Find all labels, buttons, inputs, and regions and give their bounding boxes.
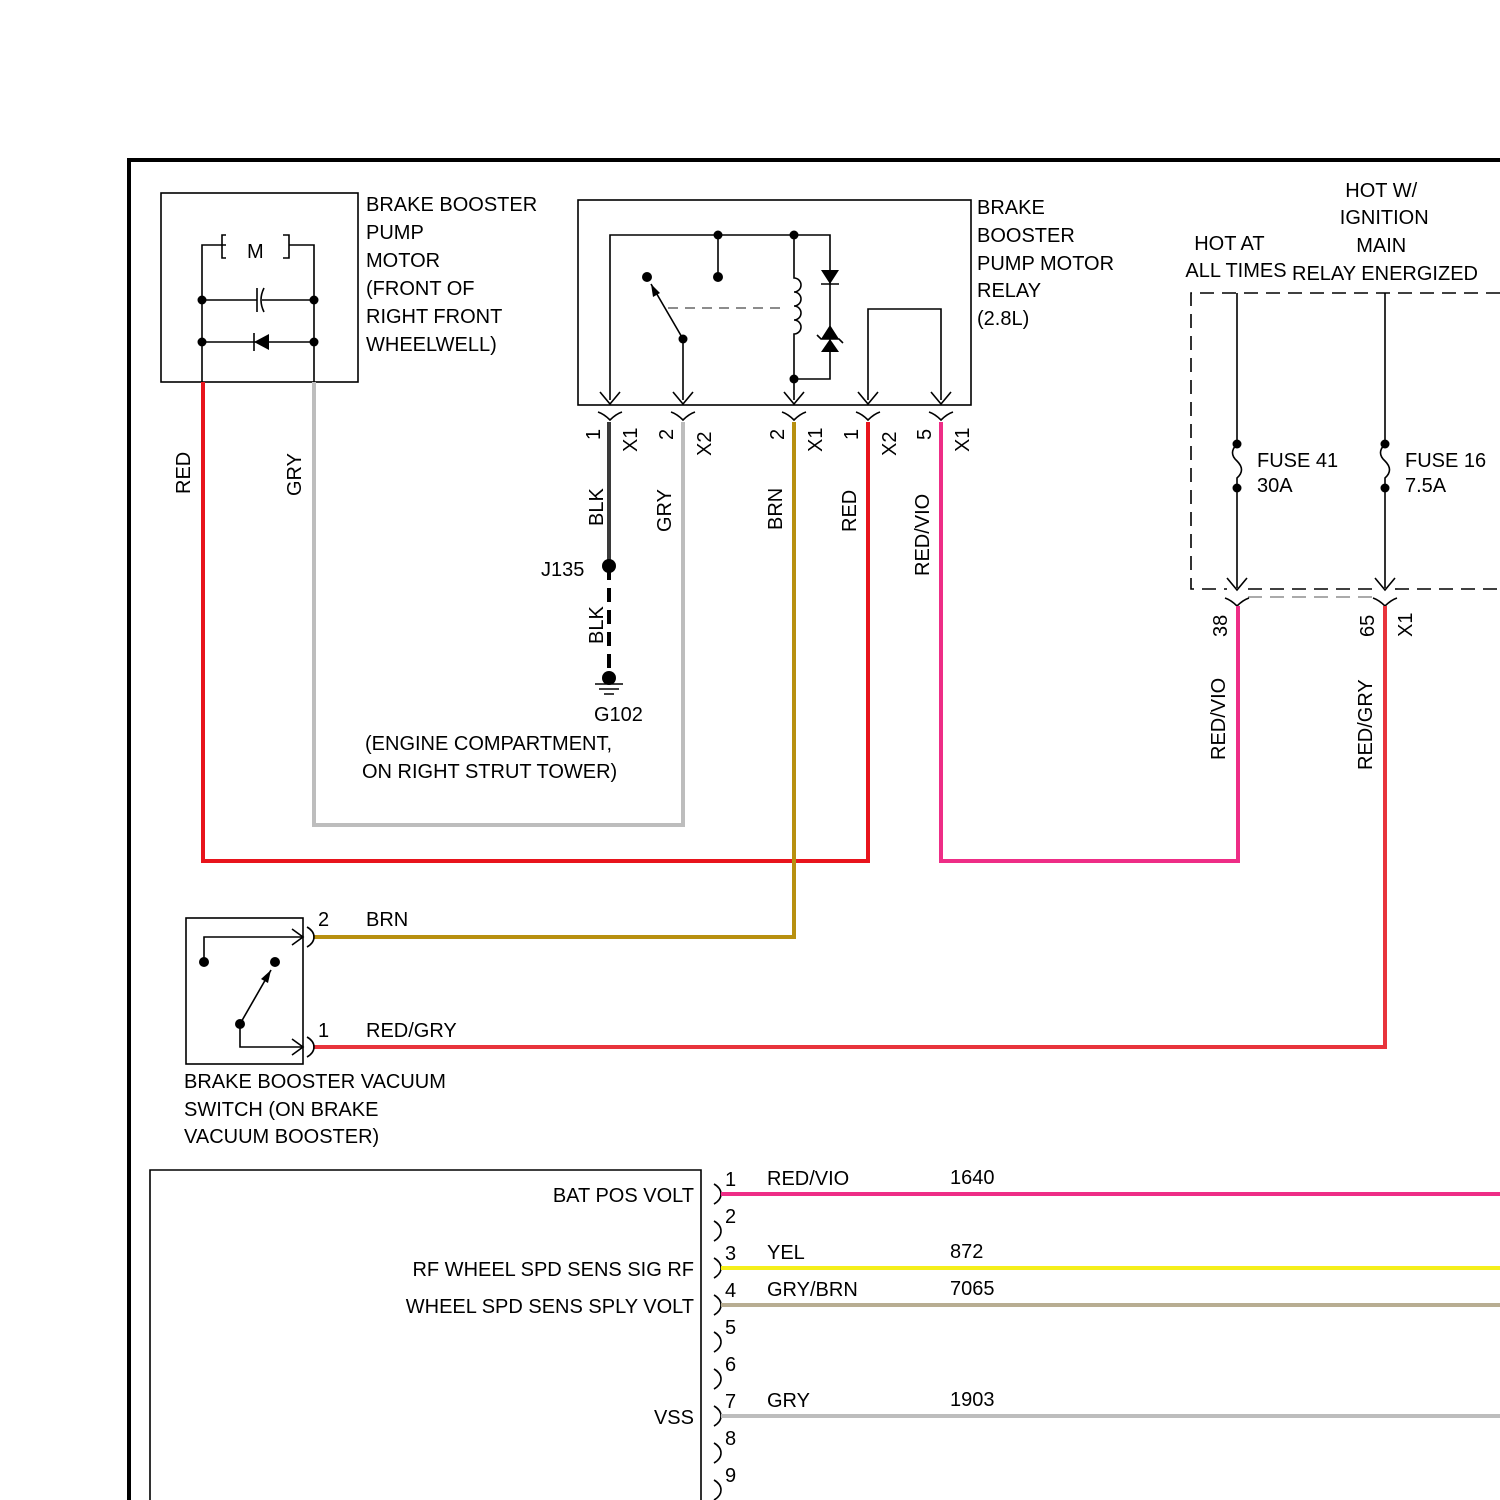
module-wire-color: YEL — [767, 1242, 805, 1264]
pin-connector — [714, 1406, 721, 1426]
relay-pin-label: 1 — [841, 429, 863, 440]
diode-icon — [821, 270, 839, 284]
pin-connector — [714, 1332, 721, 1352]
module-signal-label: RF WHEEL SPD SENS SIG RF — [412, 1259, 694, 1281]
wire-label-red: RED — [839, 490, 861, 532]
wire-red-vio — [941, 422, 1238, 861]
module-pin-number: 5 — [725, 1317, 736, 1339]
pump-motor: M BRAKE BOOSTER PUMP MOTOR (FRONT OF RIG… — [161, 193, 543, 382]
pin-connector — [714, 1369, 721, 1389]
hot-at-all-times-label: HOT AT ALL TIMES — [1185, 233, 1286, 282]
pin-38-label: 38 — [1210, 615, 1232, 637]
switch-pin-1-wire: RED/GRY — [366, 1020, 457, 1042]
pin-connector — [714, 1221, 721, 1241]
relay-pin-label: 2 — [656, 429, 678, 440]
module-circuit-number: 1640 — [950, 1167, 995, 1189]
module-wire-color: RED/VIO — [767, 1168, 849, 1190]
vacuum-switch: 2 BRN 1 RED/GRY BRAKE BOOSTER VACUUM SWI… — [184, 909, 457, 1148]
relay-label: BRAKE BOOSTER PUMP MOTOR RELAY (2.8L) — [977, 197, 1120, 330]
wire-label-red-vio: RED/VIO — [912, 494, 934, 576]
pin-connector — [714, 1258, 721, 1278]
module-signal-label: BAT POS VOLT — [553, 1185, 694, 1207]
pin-connector — [714, 1443, 721, 1463]
module-pin-number: 4 — [725, 1280, 736, 1302]
module-circuit-number: 872 — [950, 1241, 983, 1263]
ground-icon — [595, 678, 623, 694]
fuse41-name: FUSE 41 — [1257, 450, 1338, 472]
relay-pin-label: 5 — [914, 429, 936, 440]
wires: RED GRY BLK GRY BRN RED RED/VIO RED/VIO … — [173, 382, 1385, 1047]
wire-label-gry: GRY — [284, 453, 306, 496]
pin-connector — [714, 1184, 721, 1204]
wire-label-blk: BLK — [586, 606, 608, 644]
relay-conn-label: X2 — [694, 432, 716, 456]
fuse41-rating: 30A — [1257, 475, 1293, 497]
module-circuit-number: 7065 — [950, 1278, 995, 1300]
switch-pin-1: 1 — [318, 1020, 329, 1042]
diode-icon — [254, 334, 269, 350]
relay-pin-label: 1 — [583, 429, 605, 440]
motor-symbol: M — [247, 241, 264, 263]
vacuum-switch-label: BRAKE BOOSTER VACUUM SWITCH (ON BRAKE VA… — [184, 1071, 451, 1148]
module-signal-label: WHEEL SPD SENS SPLY VOLT — [406, 1296, 694, 1318]
module-wire-color: GRY/BRN — [767, 1279, 858, 1301]
wire-label-brn: BRN — [765, 488, 787, 530]
pin-connector — [714, 1480, 721, 1500]
fuse16-name: FUSE 16 — [1405, 450, 1486, 472]
hot-with-ignition-label: HOT W/ IGNITION MAIN RELAY ENERGIZED — [1292, 180, 1478, 285]
module-pin-number: 1 — [725, 1169, 736, 1191]
wire-label-red: RED — [173, 452, 195, 494]
pump-motor-label: BRAKE BOOSTER PUMP MOTOR (FRONT OF RIGHT… — [366, 194, 543, 356]
ground: J135 G102 (ENGINE COMPARTMENT, ON RIGHT … — [362, 559, 643, 783]
pump-motor-relay: BRAKE BOOSTER PUMP MOTOR RELAY (2.8L) — [578, 197, 1120, 405]
ground-location: (ENGINE COMPARTMENT, ON RIGHT STRUT TOWE… — [362, 733, 618, 783]
fuse-block-conn-label: X1 — [1395, 613, 1417, 637]
relay-pin-label: 2 — [767, 429, 789, 440]
switch-pin-2: 2 — [318, 909, 329, 931]
module-circuit-number: 1903 — [950, 1389, 995, 1411]
pin-connector — [714, 1295, 721, 1315]
module-pin-number: 6 — [725, 1354, 736, 1376]
ground-label: G102 — [594, 704, 643, 726]
module-pin-number: 8 — [725, 1428, 736, 1450]
module-pin-number: 9 — [725, 1465, 736, 1487]
pin-65-label: 65 — [1357, 615, 1379, 637]
relay-conn-label: X1 — [805, 428, 827, 452]
relay-connectors: 1 X1 2 X2 2 X1 1 X2 5 X1 — [583, 392, 974, 456]
module-pin-number: 2 — [725, 1206, 736, 1228]
wire-label-red-gry: RED/GRY — [1355, 679, 1377, 770]
splice-label: J135 — [541, 559, 584, 581]
wire-label-red-vio: RED/VIO — [1208, 678, 1230, 760]
relay-conn-label: X1 — [620, 428, 642, 452]
relay-conn-label: X2 — [879, 432, 901, 456]
switch-pin-2-wire: BRN — [366, 909, 408, 931]
relay-conn-label: X1 — [952, 428, 974, 452]
wire-label-gry: GRY — [654, 489, 676, 532]
module-pin-number: 7 — [725, 1391, 736, 1413]
module-signal-label: VSS — [654, 1407, 694, 1429]
wire-label-blk: BLK — [586, 488, 608, 526]
fuse16-rating: 7.5A — [1405, 475, 1447, 497]
module-pin-number: 3 — [725, 1243, 736, 1265]
fuse-block: HOT AT ALL TIMES HOT W/ IGNITION MAIN RE… — [1185, 180, 1500, 637]
module-wire-color: GRY — [767, 1390, 810, 1412]
